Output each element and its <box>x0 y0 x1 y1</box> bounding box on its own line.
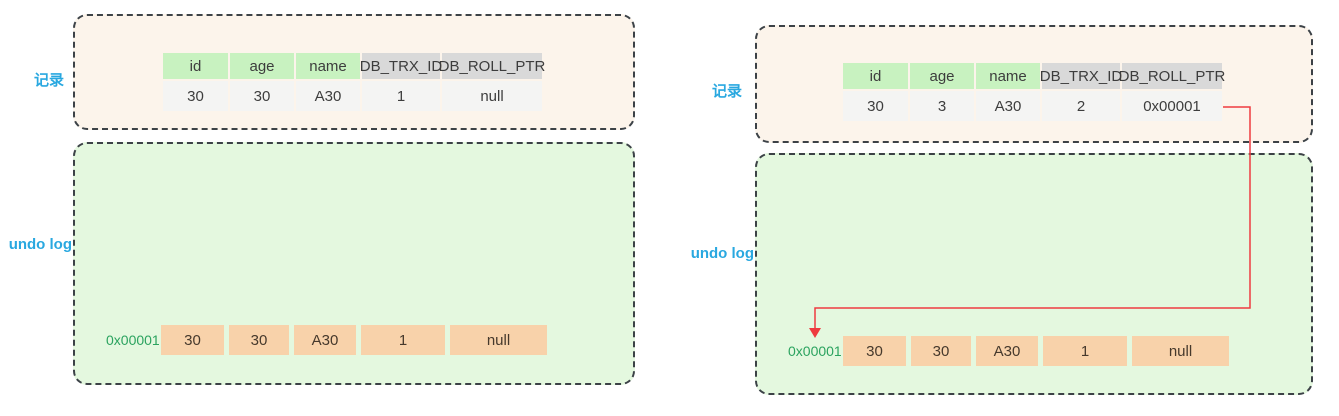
data-cell-trx-id: 2 <box>1042 91 1120 121</box>
undo-log-row: 0x00001 30 30 A30 1 null <box>788 336 1229 366</box>
record-label: 记录 <box>711 83 742 100</box>
data-cell-name: A30 <box>296 81 360 111</box>
data-cell-trx-id: 1 <box>362 81 440 111</box>
header-cell-trx-id: DB_TRX_ID <box>360 53 442 79</box>
record-label: 记录 <box>33 72 64 89</box>
data-cell-roll-ptr: 0x00001 <box>1122 91 1222 121</box>
header-cell-trx-id: DB_TRX_ID <box>1040 63 1122 89</box>
header-cell-name: name <box>976 63 1040 89</box>
undo-cell-name: A30 <box>294 325 356 355</box>
undo-cell-trx-id: 1 <box>361 325 445 355</box>
data-cell-age: 3 <box>910 91 974 121</box>
data-cell-age: 30 <box>230 81 294 111</box>
data-cell-roll-ptr: null <box>442 81 542 111</box>
undo-log-label: undo log <box>8 236 72 253</box>
undo-address: 0x00001 <box>788 343 842 359</box>
undo-cell-trx-id: 1 <box>1043 336 1127 366</box>
header-cell-age: age <box>910 63 974 89</box>
undo-log-label: undo log <box>690 245 754 262</box>
undo-cell-roll-ptr: null <box>450 325 547 355</box>
header-cell-name: name <box>296 53 360 79</box>
data-cell-name: A30 <box>976 91 1040 121</box>
data-cell-id: 30 <box>843 91 908 121</box>
record-table-header-row: id age name DB_TRX_ID DB_ROLL_PTR <box>843 63 1225 89</box>
undo-cell-age: 30 <box>229 325 289 355</box>
data-cell-id: 30 <box>163 81 228 111</box>
undo-cell-name: A30 <box>976 336 1038 366</box>
record-table: id age name DB_TRX_ID DB_ROLL_PTR 30 3 A… <box>843 63 1225 121</box>
undo-log-row: 0x00001 30 30 A30 1 null <box>106 325 547 355</box>
record-table: id age name DB_TRX_ID DB_ROLL_PTR 30 30 … <box>163 53 545 111</box>
record-table-data-row: 30 30 A30 1 null <box>163 81 542 111</box>
undo-cell-id: 30 <box>843 336 906 366</box>
header-cell-roll-ptr: DB_ROLL_PTR <box>439 53 545 79</box>
header-cell-id: id <box>843 63 908 89</box>
undo-address: 0x00001 <box>106 332 160 348</box>
undo-cell-age: 30 <box>911 336 971 366</box>
undo-cell-id: 30 <box>161 325 224 355</box>
undo-cell-roll-ptr: null <box>1132 336 1229 366</box>
header-cell-age: age <box>230 53 294 79</box>
header-cell-roll-ptr: DB_ROLL_PTR <box>1119 63 1225 89</box>
header-cell-id: id <box>163 53 228 79</box>
record-table-header-row: id age name DB_TRX_ID DB_ROLL_PTR <box>163 53 545 79</box>
record-table-data-row: 30 3 A30 2 0x00001 <box>843 91 1222 121</box>
